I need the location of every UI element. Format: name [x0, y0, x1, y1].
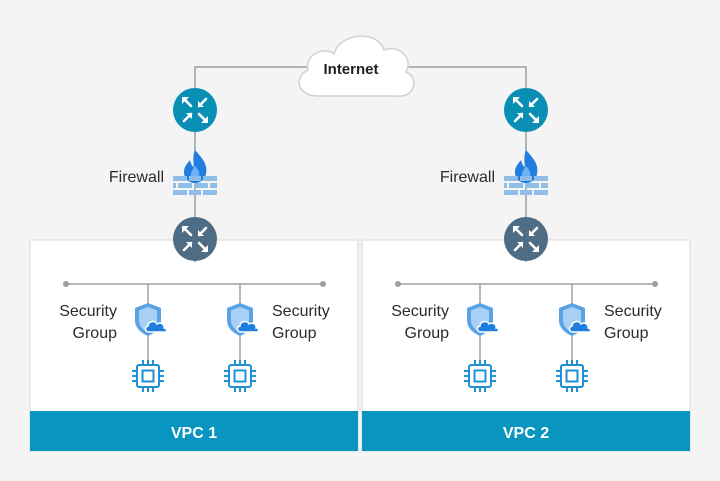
- bus-endpoint: [395, 281, 401, 287]
- security-group-label: Security: [59, 303, 117, 320]
- security-group-label: Group: [604, 325, 649, 342]
- bus-endpoint: [320, 281, 326, 287]
- vpc-name: VPC 1: [171, 425, 217, 442]
- security-group-label: Security: [391, 303, 449, 320]
- router-icon: [504, 88, 548, 132]
- vpc-1: VPC 1 Firewall Security Group Security G…: [29, 88, 359, 452]
- security-group-label: Group: [405, 325, 450, 342]
- uplink-line-right: [402, 66, 527, 88]
- vpc-bar: [30, 411, 358, 451]
- cloud-icon: [298, 35, 415, 97]
- router-icon: [173, 88, 217, 132]
- security-group-label: Security: [604, 303, 662, 320]
- router-icon: [504, 217, 548, 261]
- router-icon: [173, 217, 217, 261]
- internet-cloud: Internet: [298, 35, 415, 97]
- firewall-label: Firewall: [109, 169, 164, 186]
- vpc-bar: [362, 411, 690, 451]
- vpc-name: VPC 2: [503, 425, 549, 442]
- security-group-label: Security: [272, 303, 330, 320]
- bus-endpoint: [63, 281, 69, 287]
- bus-endpoint: [652, 281, 658, 287]
- security-group-label: Group: [73, 325, 118, 342]
- vpc-2: VPC 2 Firewall Security Group Security G…: [361, 88, 691, 452]
- uplink-line-left: [194, 66, 318, 88]
- security-group-label: Group: [272, 325, 317, 342]
- internet-label: Internet: [323, 61, 378, 78]
- firewall-label: Firewall: [440, 169, 495, 186]
